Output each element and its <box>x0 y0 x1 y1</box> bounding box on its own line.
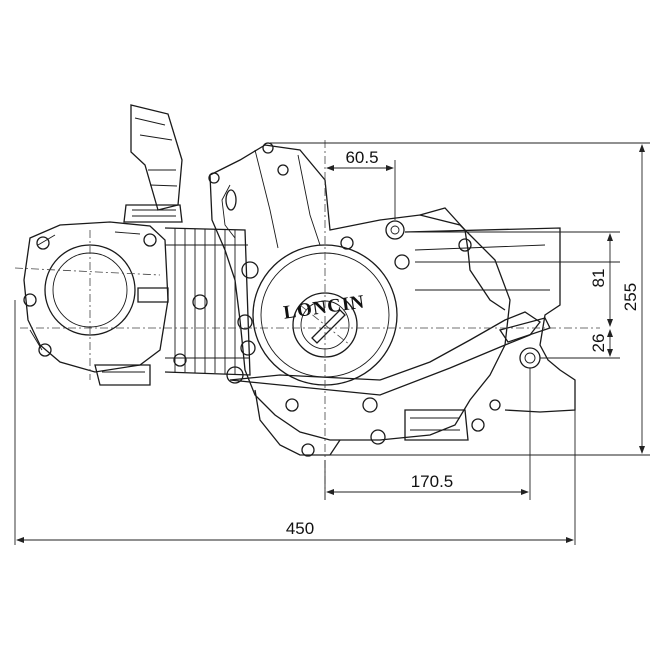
dim-lower-offset: 26 <box>589 334 608 353</box>
crankcase <box>209 144 511 441</box>
dim-overall-length: 450 <box>286 519 314 538</box>
dim-mount-spacing: 81 <box>589 269 608 288</box>
intake-pipe <box>130 104 183 211</box>
cylinder-head <box>23 221 169 373</box>
dim-mount-offset: 170.5 <box>411 472 454 491</box>
dim-top-offset: 60.5 <box>345 148 378 167</box>
center-lines <box>14 140 600 500</box>
shift-lever <box>229 311 541 396</box>
brand-logo: LONCIN <box>282 291 366 323</box>
engine-outline: LONCIN <box>23 104 576 457</box>
dimension-lines <box>14 142 650 545</box>
dim-overall-height: 255 <box>621 283 640 311</box>
